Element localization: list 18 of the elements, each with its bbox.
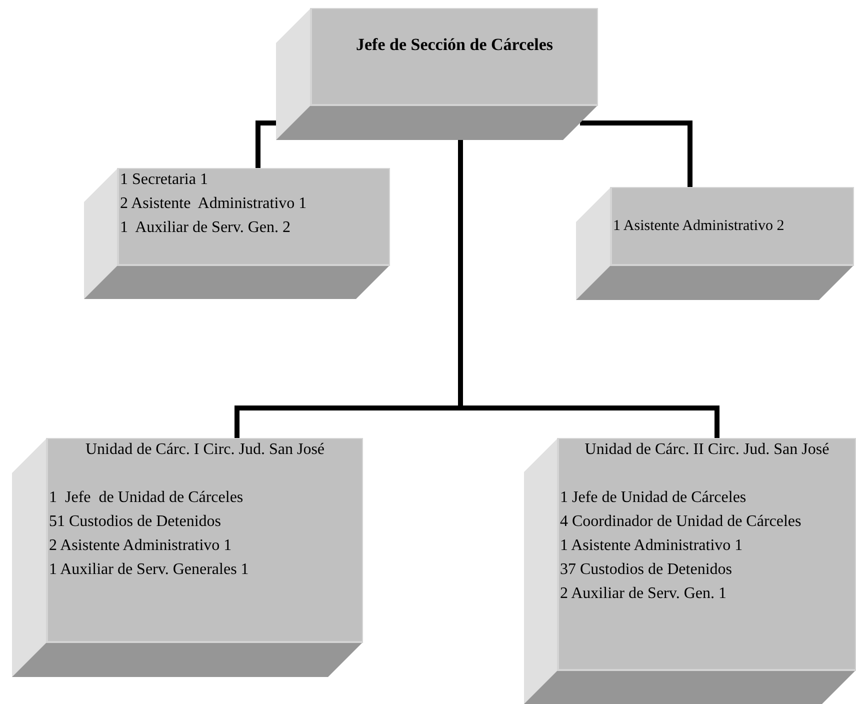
- box-text: 1 Jefe de Unidad de Cárceles: [559, 488, 748, 508]
- box-text: 2 Asistente Administrativo 1: [48, 536, 233, 556]
- box-text: 2 Asistente Administrativo 1: [119, 194, 308, 214]
- connector-line: [580, 120, 692, 187]
- box-text: 1 Asistente Administrativo 2: [612, 216, 786, 236]
- box-text: 1 Auxiliar de Serv. Gen. 2: [119, 218, 292, 238]
- box-text: 37 Custodios de Detenidos: [559, 560, 733, 580]
- box-text: 1 Jefe de Unidad de Cárceles: [48, 488, 244, 508]
- box-heading: Unidad de Cárc. I Circ. Jud. San José: [84, 440, 326, 460]
- box-text: 51 Custodios de Detenidos: [48, 512, 222, 532]
- box-text: 1 Asistente Administrativo 1: [559, 536, 744, 556]
- box-text: 4 Coordinador de Unidad de Cárceles: [559, 512, 802, 532]
- box-text: 1 Secretaria 1: [119, 170, 209, 190]
- connector-line: [256, 120, 276, 168]
- box-text: 2 Auxiliar de Serv. Gen. 1: [559, 584, 728, 604]
- box-heading: Unidad de Cárc. II Circ. Jud. San José: [584, 440, 830, 460]
- box-title: Jefe de Sección de Cárceles: [356, 34, 553, 56]
- box-text: 1 Auxiliar de Serv. Generales 1: [48, 560, 250, 580]
